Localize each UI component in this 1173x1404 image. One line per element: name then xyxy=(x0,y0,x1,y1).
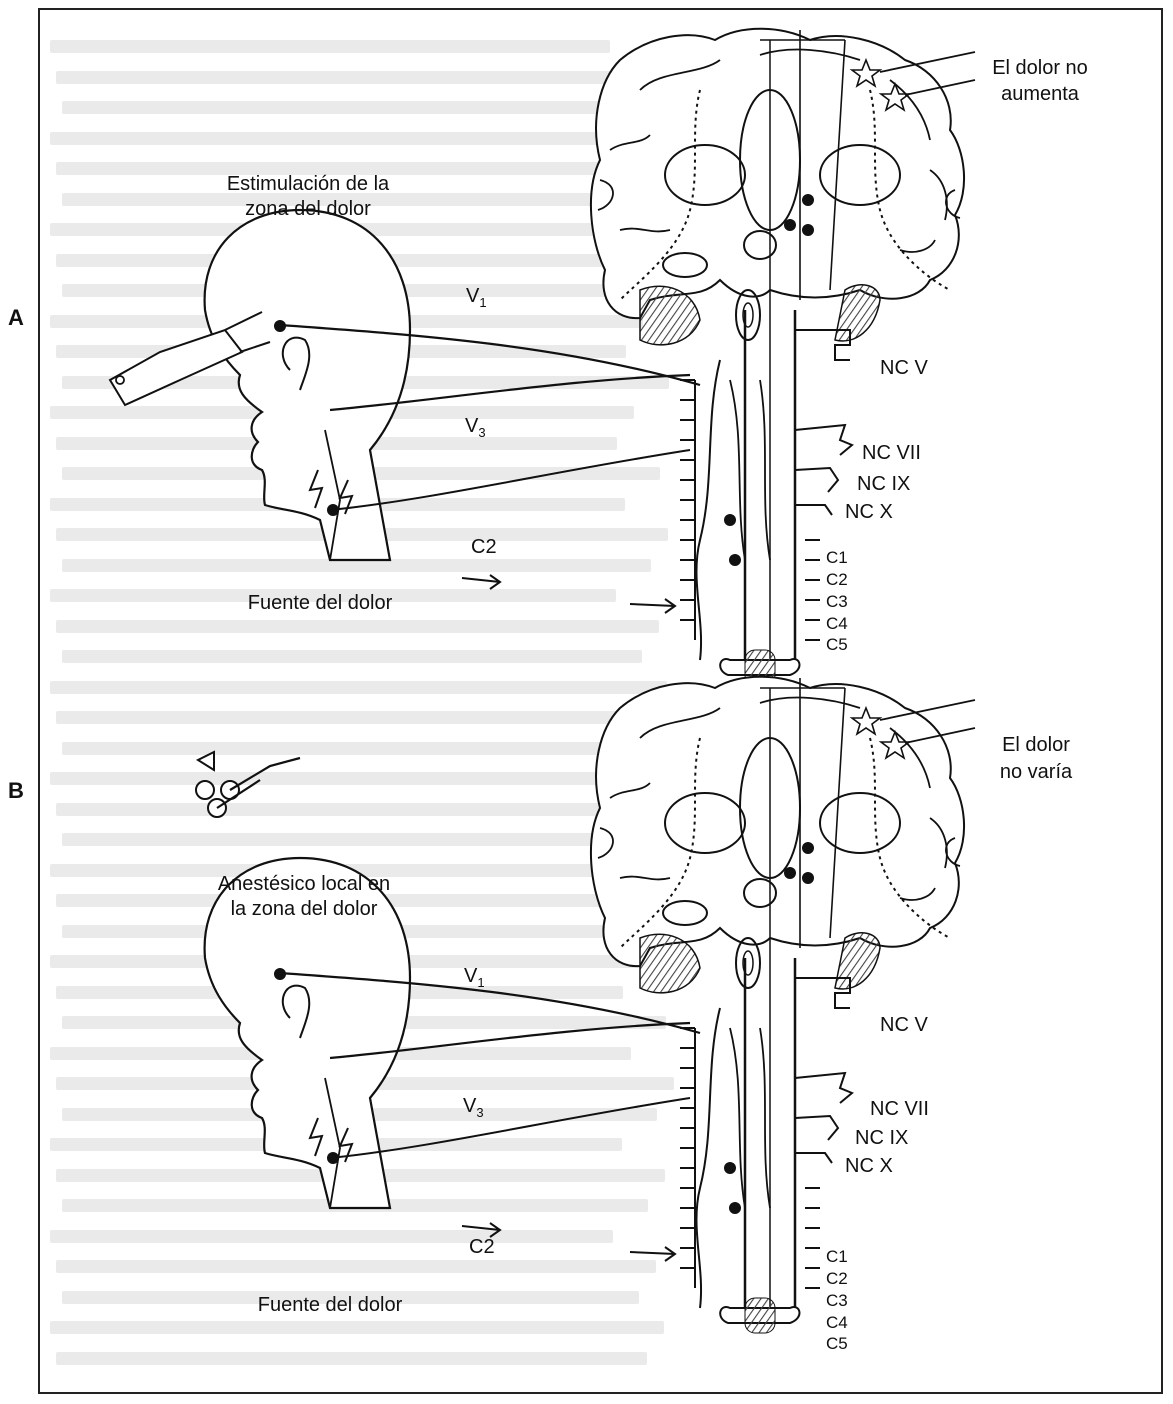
panel-a-source-label: Fuente del dolor xyxy=(248,591,393,615)
panel-b-stimulus-label-line1: Anestésico local en xyxy=(218,872,390,896)
panel-a-letter: A xyxy=(8,305,24,331)
panel-b-segment-c3: C3 xyxy=(826,1291,848,1311)
panel-a-nc-v: NC V xyxy=(880,356,928,380)
panel-b-result-label-line2: no varía xyxy=(1000,760,1072,784)
panel-b-nc-ix: NC IX xyxy=(855,1126,908,1150)
panel-b-letter: B xyxy=(8,778,24,804)
panel-b-segment-c4: C4 xyxy=(826,1313,848,1333)
panel-a-segment-c5: C5 xyxy=(826,635,848,655)
panel-a-segment-c3: C3 xyxy=(826,592,848,612)
panel-b-c2-nerve-label: C2 xyxy=(469,1235,495,1259)
panel-a-v1-label: V1 xyxy=(466,285,487,310)
panel-b-nc-x: NC X xyxy=(845,1154,893,1178)
panel-a-nc-x: NC X xyxy=(845,500,893,524)
panel-a-nc-ix: NC IX xyxy=(857,472,910,496)
panel-b-segment-c5: C5 xyxy=(826,1334,848,1354)
panel-a-c2-nerve-label: C2 xyxy=(471,535,497,559)
panel-b-nc-vii: NC VII xyxy=(870,1097,929,1121)
panel-a-segment-c1: C1 xyxy=(826,548,848,568)
panel-a-nc-vii: NC VII xyxy=(862,441,921,465)
panel-b-nc-v: NC V xyxy=(880,1013,928,1037)
panel-a-stimulus-label-line2: zona del dolor xyxy=(245,197,371,221)
panel-a-v3-label: V3 xyxy=(465,415,486,440)
panel-b-v3-label: V3 xyxy=(463,1095,484,1120)
panel-b-segment-c2: C2 xyxy=(826,1269,848,1289)
panel-b-drawing xyxy=(196,677,975,1333)
panel-b-stimulus-label-line2: la zona del dolor xyxy=(231,897,378,921)
panel-a-result-label-line1: El dolor no xyxy=(992,56,1088,80)
panel-b-result-label-line1: El dolor xyxy=(1002,733,1070,757)
panel-a-segment-c2: C2 xyxy=(826,570,848,590)
panel-b-source-label: Fuente del dolor xyxy=(258,1293,403,1317)
panel-a-result-label-line2: aumenta xyxy=(1001,82,1079,106)
panel-a-stimulus-label-line1: Estimulación de la xyxy=(227,172,389,196)
panel-b-segment-c1: C1 xyxy=(826,1247,848,1267)
panel-b-v1-label: V1 xyxy=(464,965,485,990)
panel-a-segment-c4: C4 xyxy=(826,614,848,634)
